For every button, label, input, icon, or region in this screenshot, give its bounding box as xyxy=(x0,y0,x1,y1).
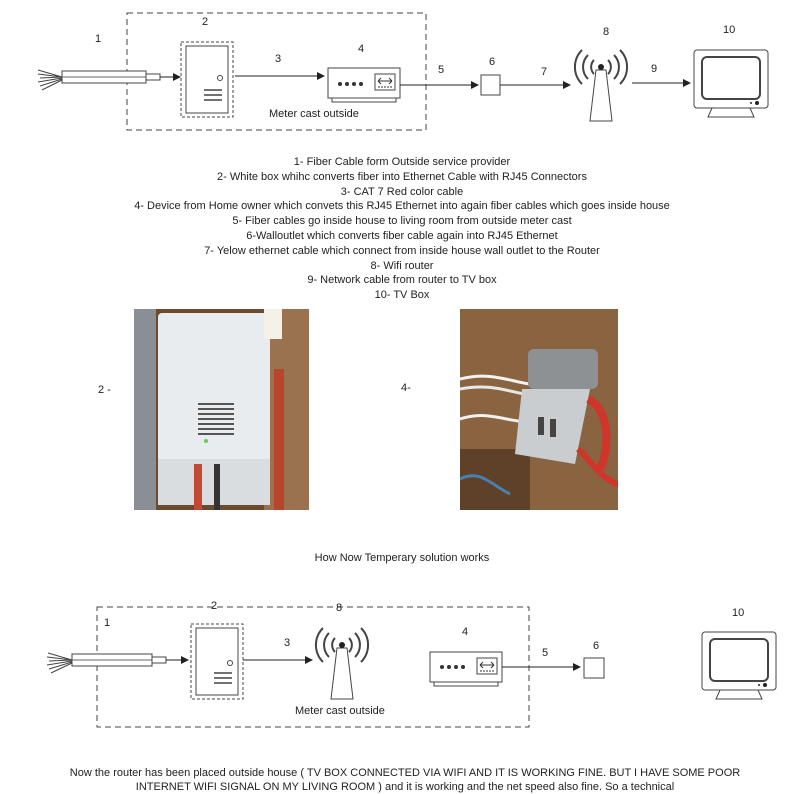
b-label-10: 10 xyxy=(732,607,744,619)
b-label-4: 4 xyxy=(462,626,468,638)
legend-item: 9- Network cable from router to TV box xyxy=(307,274,497,287)
b-label-3: 3 xyxy=(284,637,290,649)
photo-label-4: 4- xyxy=(401,382,411,394)
wall-outlet-icon-2 xyxy=(583,657,605,679)
legend-list: 1- Fiber Cable form Outside service prov… xyxy=(0,155,804,303)
label-1: 1 xyxy=(95,33,101,45)
white-box-icon-2 xyxy=(190,623,244,700)
tv-box-icon xyxy=(693,49,769,118)
label-8: 8 xyxy=(603,26,609,38)
fiber-cable-icon xyxy=(37,69,161,91)
legend-item: 10- TV Box xyxy=(374,289,430,302)
b-label-1: 1 xyxy=(104,617,110,629)
b-label-5: 5 xyxy=(542,647,548,659)
wifi-router-icon xyxy=(573,49,629,122)
legend-item: 3- CAT 7 Red color cable xyxy=(340,185,464,198)
label-6: 6 xyxy=(489,56,495,68)
label-3: 3 xyxy=(275,53,281,65)
label-9: 9 xyxy=(651,63,657,75)
meter-cast-label-2: Meter cast outside xyxy=(295,705,385,717)
footer-text: Now the router has been placed outside h… xyxy=(69,767,741,793)
legend-item: 1- Fiber Cable form Outside service prov… xyxy=(293,156,511,168)
tv-box-icon-2 xyxy=(701,631,777,700)
converter-device-icon xyxy=(327,67,401,103)
legend-item: 2- White box whihc converts fiber into E… xyxy=(217,170,587,183)
legend-item: 6-Walloutlet which converts fiber cable … xyxy=(246,229,558,242)
fiber-cable-icon-2 xyxy=(46,652,167,674)
white-box-photo xyxy=(134,309,309,510)
wifi-router-icon-2 xyxy=(314,627,370,700)
white-box-icon xyxy=(180,41,234,118)
converter-device-icon-2 xyxy=(429,651,503,687)
b-label-2: 2 xyxy=(211,600,217,612)
meter-cast-label: Meter cast outside xyxy=(269,108,359,120)
legend-item: 5- Fiber cables go inside house to livin… xyxy=(232,215,572,228)
wall-outlet-icon xyxy=(480,74,501,96)
label-7: 7 xyxy=(541,66,547,78)
legend-item: 8- Wifi router xyxy=(370,259,434,272)
label-10: 10 xyxy=(723,24,735,36)
converter-device-photo xyxy=(460,309,618,510)
legend-item: 7- Yelow ethernet cable which connect fr… xyxy=(204,244,600,257)
b-label-6: 6 xyxy=(593,640,599,652)
photo-label-2: 2 - xyxy=(98,384,111,396)
label-2: 2 xyxy=(202,16,208,28)
label-5: 5 xyxy=(438,64,444,76)
label-4: 4 xyxy=(358,43,364,55)
temporary-solution-title: How Now Temperary solution works xyxy=(314,552,490,564)
legend-item: 4- Device from Home owner which convets … xyxy=(134,200,670,213)
b-label-8: 8 xyxy=(336,602,342,614)
